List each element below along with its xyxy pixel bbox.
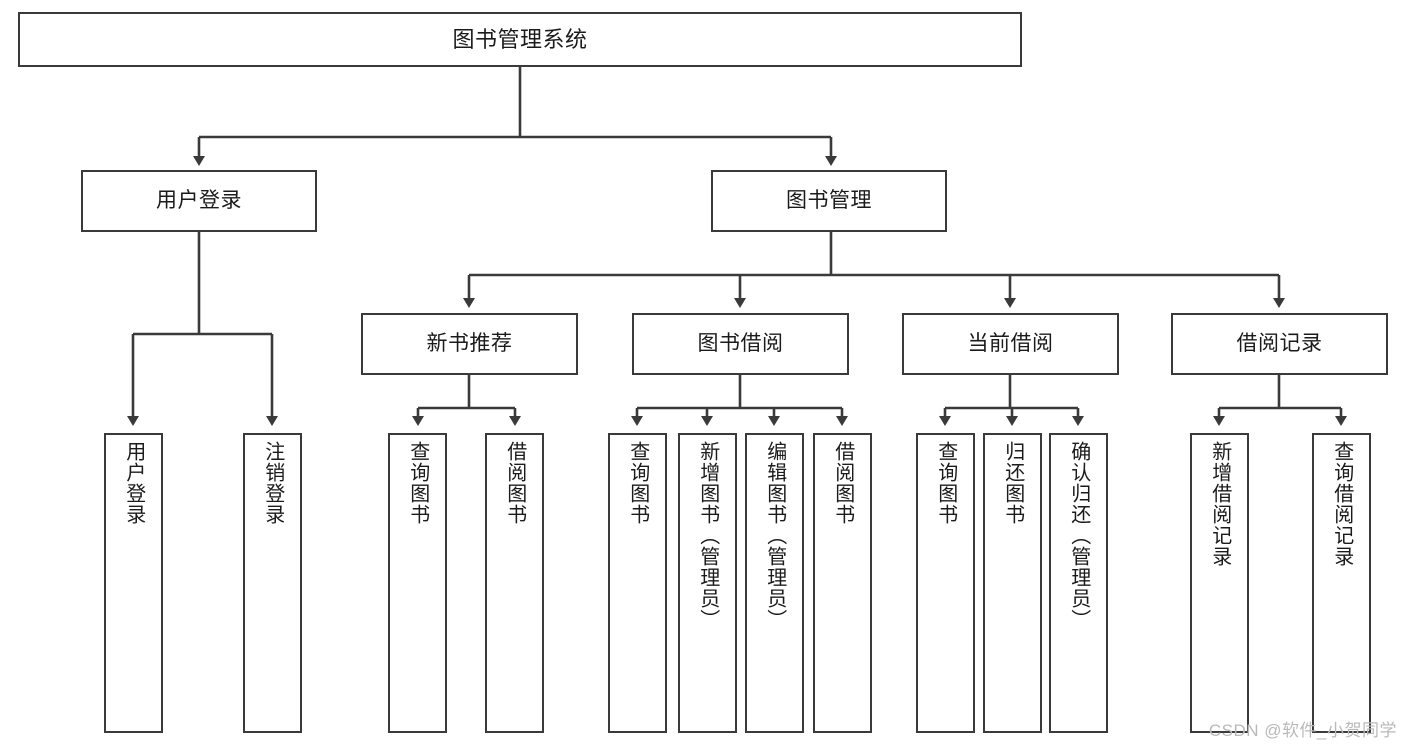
node-label: 编辑图书（管理员）: [763, 441, 786, 630]
node-label: 用户登录: [156, 188, 242, 212]
node-label: 借阅图书: [503, 441, 526, 525]
leaf-user-login-logout[interactable]: 注销登录: [243, 433, 302, 733]
node-label: 归还图书: [1001, 441, 1024, 525]
leaf-borrow-record-add[interactable]: 新增借阅记录: [1190, 433, 1249, 733]
leaf-book-borrow-query[interactable]: 查询图书: [608, 433, 667, 733]
node-book-borrow[interactable]: 图书借阅: [632, 313, 849, 375]
node-new-book-recommend[interactable]: 新书推荐: [361, 313, 578, 375]
node-book-management[interactable]: 图书管理: [711, 170, 947, 232]
leaf-borrow-record-query[interactable]: 查询借阅记录: [1312, 433, 1371, 733]
leaf-book-borrow-add[interactable]: 新增图书（管理员）: [678, 433, 737, 733]
node-label: 确认归还（管理员）: [1067, 441, 1090, 630]
node-label: 查询图书: [934, 441, 957, 525]
leaf-current-borrow-return[interactable]: 归还图书: [983, 433, 1042, 733]
node-label: 借阅记录: [1236, 331, 1323, 355]
leaf-new-book-borrow[interactable]: 借阅图书: [485, 433, 544, 733]
node-label: 借阅图书: [831, 441, 854, 525]
leaf-new-book-query[interactable]: 查询图书: [388, 433, 447, 733]
node-label: 查询借阅记录: [1330, 441, 1353, 567]
node-label: 新增图书（管理员）: [696, 441, 719, 630]
node-label: 图书管理系统: [452, 26, 588, 52]
node-label: 新增借阅记录: [1208, 441, 1231, 567]
node-label: 注销登录: [261, 441, 284, 525]
node-current-borrow[interactable]: 当前借阅: [902, 313, 1119, 375]
node-borrow-record[interactable]: 借阅记录: [1171, 313, 1388, 375]
node-label: 用户登录: [122, 441, 145, 525]
leaf-user-login-login[interactable]: 用户登录: [104, 433, 163, 733]
node-label: 新书推荐: [426, 331, 513, 355]
node-label: 图书借阅: [697, 331, 784, 355]
node-root-book-management-system[interactable]: 图书管理系统: [18, 12, 1022, 67]
watermark: CSDN @软件_小贺同学: [1208, 721, 1397, 740]
node-label: 查询图书: [626, 441, 649, 525]
node-label: 图书管理: [786, 188, 872, 212]
leaf-book-borrow-borrow[interactable]: 借阅图书: [813, 433, 872, 733]
node-label: 查询图书: [406, 441, 429, 525]
leaf-current-borrow-query[interactable]: 查询图书: [916, 433, 975, 733]
leaf-book-borrow-edit[interactable]: 编辑图书（管理员）: [745, 433, 804, 733]
leaf-current-borrow-confirm-return[interactable]: 确认归还（管理员）: [1049, 433, 1108, 733]
node-label: 当前借阅: [967, 331, 1054, 355]
node-user-login[interactable]: 用户登录: [81, 170, 317, 232]
